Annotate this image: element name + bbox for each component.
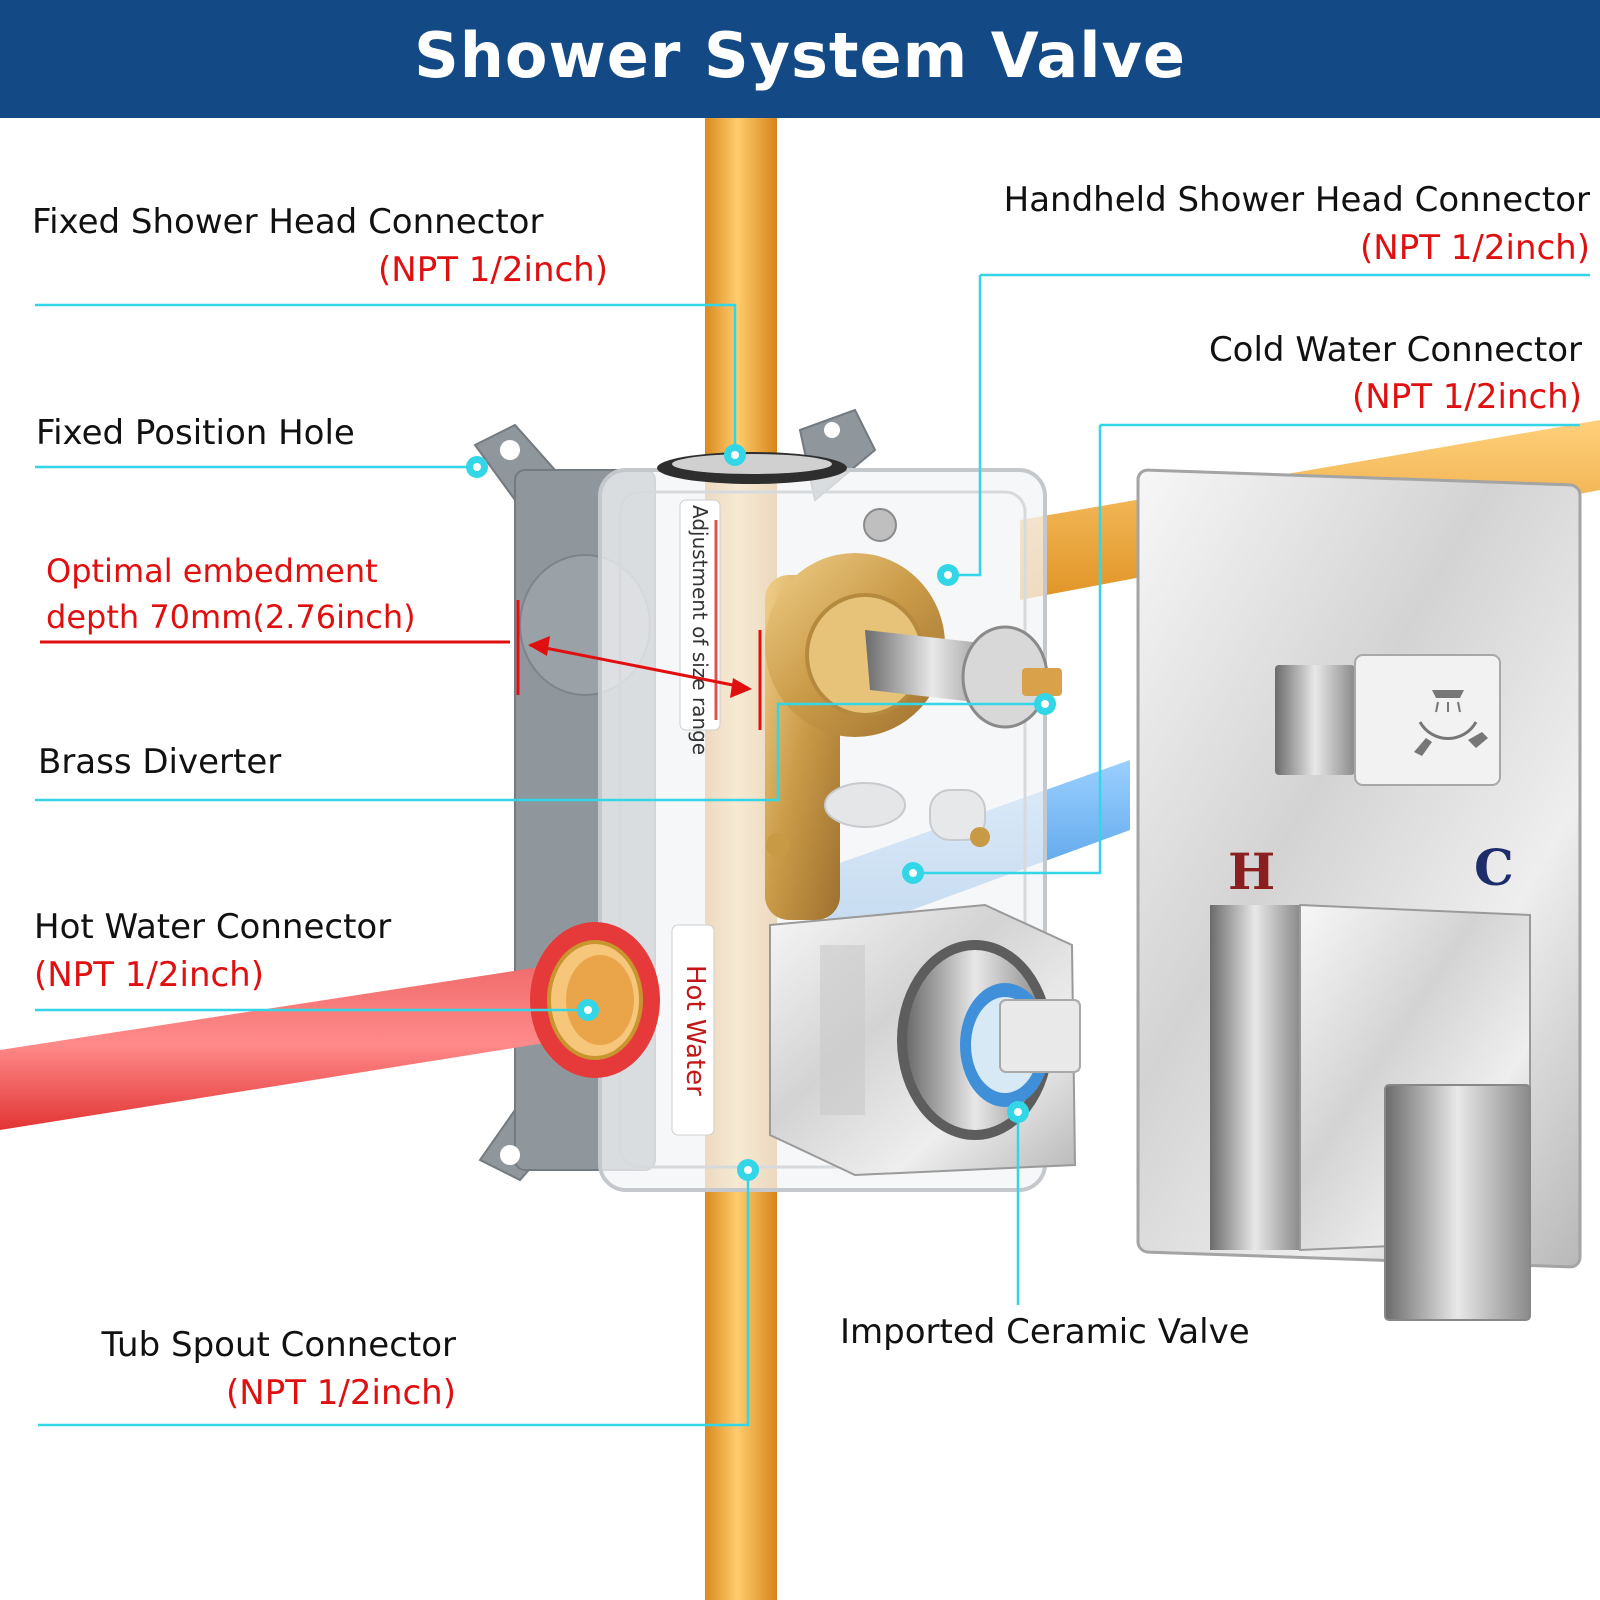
- hot-water-strip-text: Hot Water: [680, 965, 710, 1096]
- label-embedment-depth: Optimal embedment depth 70mm(2.76inch): [46, 548, 416, 640]
- shower-head-icon: [1418, 690, 1478, 740]
- label-imported-ceramic-valve: Imported Ceramic Valve: [840, 1312, 1250, 1352]
- spec-hot-water-connector: (NPT 1/2inch): [34, 955, 264, 995]
- embedment-line-1: Optimal embedment: [46, 552, 378, 590]
- label-brass-diverter: Brass Diverter: [38, 742, 282, 782]
- label-cold-water-connector: Cold Water Connector: [1208, 330, 1582, 370]
- label-fixed-shower-head-connector: Fixed Shower Head Connector: [32, 202, 544, 242]
- adjustment-strip-text: Adjustment of size range: [688, 505, 712, 756]
- hot-letter: H: [1228, 842, 1276, 901]
- title-banner: [0, 0, 1600, 118]
- spec-cold-water-connector: (NPT 1/2inch): [1352, 377, 1582, 417]
- label-fixed-position-hole: Fixed Position Hole: [36, 413, 355, 453]
- spec-tub-spout-connector: (NPT 1/2inch): [226, 1373, 456, 1413]
- spec-fixed-shower-head-connector: (NPT 1/2inch): [378, 250, 608, 290]
- embedment-line-2: depth 70mm(2.76inch): [46, 598, 416, 636]
- page-title: Shower System Valve: [414, 19, 1186, 92]
- cold-letter: C: [1474, 838, 1514, 897]
- label-tub-spout-connector: Tub Spout Connector: [101, 1325, 456, 1365]
- handheld-spray-icon: [1414, 732, 1488, 756]
- label-handheld-shower-head-connector: Handheld Shower Head Connector: [1003, 180, 1590, 220]
- label-hot-water-connector: Hot Water Connector: [34, 907, 392, 947]
- spec-handheld-shower-head-connector: (NPT 1/2inch): [1360, 228, 1590, 268]
